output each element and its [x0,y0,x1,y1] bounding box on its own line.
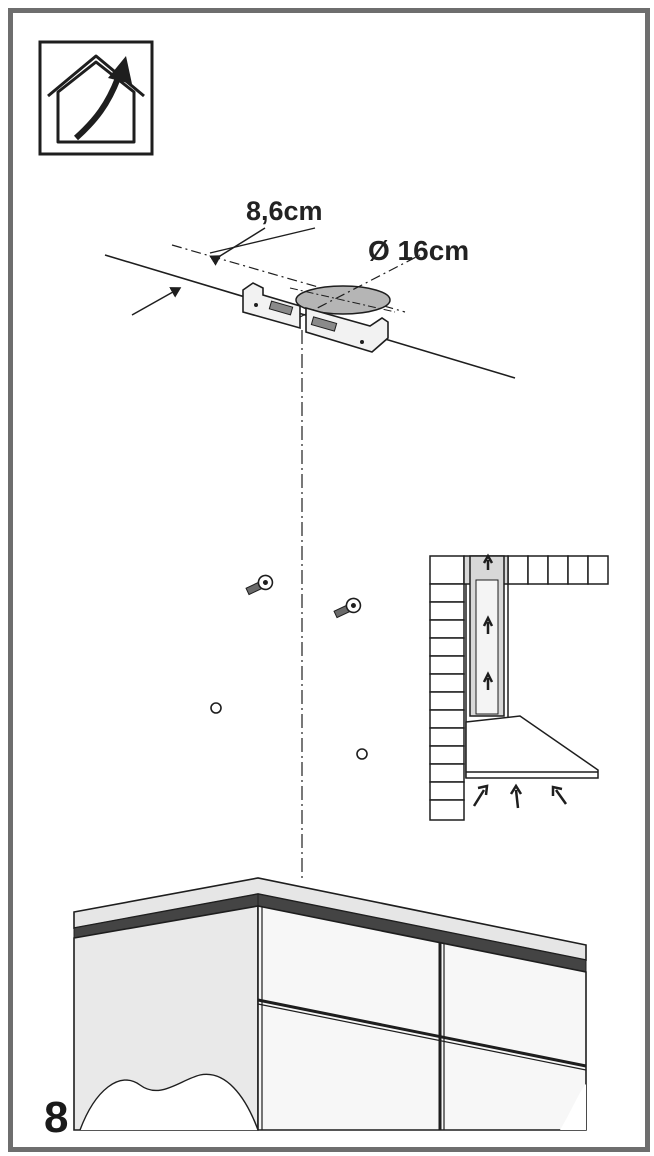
ceiling-bracket [242,282,389,353]
wall-hole-right [356,748,368,760]
wall-hole-left [210,702,222,714]
kitchen-cabinets [73,877,587,1131]
depth-label: 8,6cm [246,196,323,226]
duct-outlet-circle [289,254,421,318]
diameter-label: Ø 16cm [368,235,470,266]
screw-right [333,597,362,619]
screw-left [245,574,274,596]
step-number: 8 [44,1093,69,1142]
house-exhaust-icon [38,40,154,156]
ducted-hood-airflow-icon [429,553,609,821]
